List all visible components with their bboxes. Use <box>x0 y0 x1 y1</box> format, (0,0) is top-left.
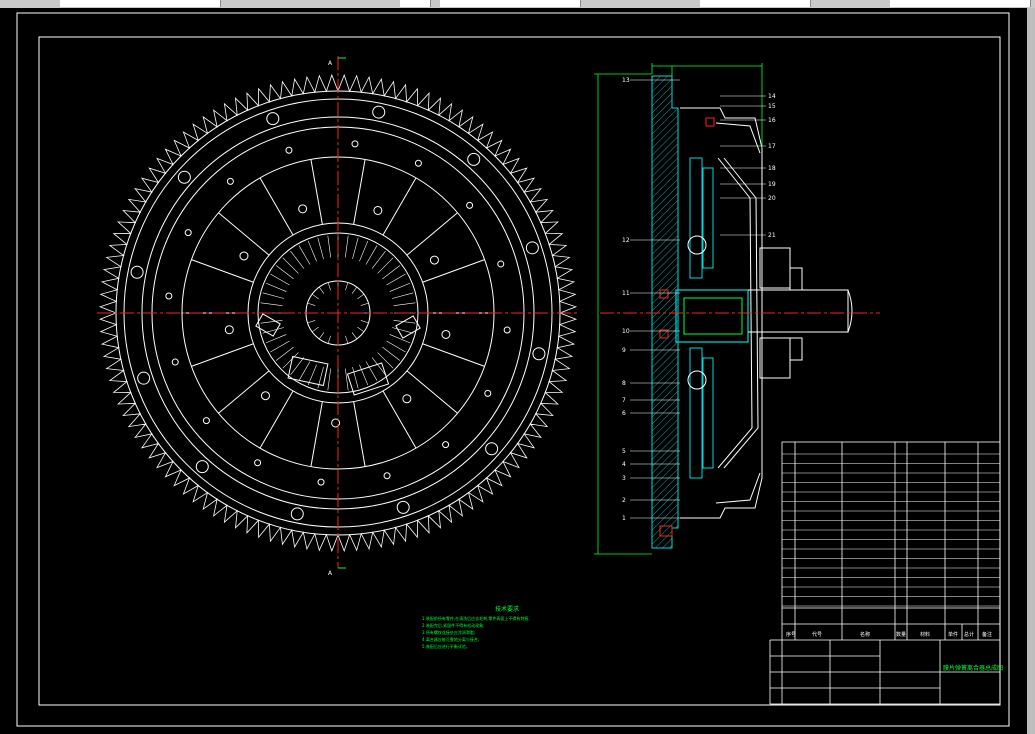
title-block-header-cell: 名称 <box>860 631 870 638</box>
title-block-header-cell: 单件 <box>948 631 958 638</box>
damper-spring <box>287 355 329 387</box>
technical-note-line: 3.所有螺纹连接处应涂润滑脂; <box>422 630 476 635</box>
scrollbar[interactable] <box>1027 8 1035 734</box>
title-block-header-cell: 备注 <box>982 631 992 638</box>
part-callout: 10 <box>622 328 630 335</box>
section-marks <box>338 57 346 569</box>
center-lines <box>97 56 580 568</box>
part-callout: 13 <box>622 77 630 84</box>
bolt-section <box>659 289 669 299</box>
part-callout: 7 <box>622 397 626 404</box>
technical-note-line: 1.装配前所有零件,在清洗后应去毛刺,零件表面上不得有划痕; <box>422 616 530 621</box>
section-mark-top: A <box>328 60 333 67</box>
part-callout: 14 <box>768 93 776 100</box>
technical-note-line: 2.装配完后,紧固件不得有松动现象; <box>422 623 485 628</box>
cad-drawing-canvas[interactable]: A A <box>0 8 1027 734</box>
toolbar-button[interactable] <box>400 0 431 7</box>
right-callouts: 14 15 16 17 18 19 20 21 <box>720 93 776 239</box>
section-view <box>594 63 880 555</box>
part-callout: 11 <box>622 290 630 297</box>
friction-disc-upper <box>689 157 703 279</box>
toolbar-dropdown[interactable] <box>440 0 581 7</box>
damper-spring <box>255 313 281 337</box>
flywheel-section <box>651 75 679 549</box>
input-shaft <box>748 289 849 333</box>
clutch-hub <box>675 289 749 343</box>
part-callout: 2 <box>622 497 626 504</box>
title-block-header-cell: 代号 <box>812 631 822 638</box>
part-callout: 4 <box>622 461 626 468</box>
damper-spring <box>395 315 421 339</box>
title-block <box>769 441 1001 705</box>
friction-disc-lower <box>689 347 703 479</box>
toolbar-dropdown[interactable] <box>60 0 221 7</box>
technical-notes-title: 技术要求 <box>494 606 519 613</box>
damper-spring-section <box>687 235 707 255</box>
dimension-lines <box>594 63 763 555</box>
toolbar-dropdown[interactable] <box>700 0 811 7</box>
title-block-header-cell: 总计 <box>964 631 974 638</box>
title-block-header-cell: 序号 <box>786 631 796 638</box>
technical-note-line: 4.离合器应能可靠地分离与接合; <box>422 637 480 642</box>
pressure-plate-holes <box>165 140 511 486</box>
damper-spring <box>346 362 390 396</box>
technical-notes: 技术要求 1.装配前所有零件,在清洗后应去毛刺,零件表面上不得有划痕; 2.装配… <box>422 604 592 650</box>
part-callout: 17 <box>768 143 776 150</box>
flywheel-bolt-holes <box>130 105 546 521</box>
part-callout: 6 <box>622 410 626 417</box>
left-callouts: 13 12 11 10 9 8 7 6 5 4 3 2 1 <box>622 77 680 522</box>
drawing-name: 膜片弹簧离合器总成图 <box>943 664 1003 672</box>
friction-lining-segments <box>182 159 494 467</box>
part-callout: 8 <box>622 380 626 387</box>
inner-frame <box>38 36 1001 706</box>
toolbar-dropdown[interactable] <box>890 0 1031 7</box>
part-callout: 21 <box>768 232 776 239</box>
damper-spring-section <box>687 370 707 390</box>
title-block-header: 序号 代号 名称 数量 材料 单件总计 备注 <box>786 631 992 638</box>
technical-note-line: 5.装配后应进行平衡试验。 <box>422 644 470 649</box>
part-callout: 18 <box>768 165 776 172</box>
part-callout: 19 <box>768 181 776 188</box>
part-callout: 12 <box>622 237 630 244</box>
part-callout: 5 <box>622 448 626 455</box>
part-callout: 3 <box>622 475 626 482</box>
section-mark-bottom: A <box>328 570 333 577</box>
part-callout: 15 <box>768 103 776 110</box>
outer-frame <box>16 12 1010 727</box>
part-callout: 16 <box>768 117 776 124</box>
title-block-header-cell: 数量 <box>896 631 906 638</box>
bolt-section <box>659 329 669 339</box>
part-callout: 9 <box>622 347 626 354</box>
hub-splines <box>306 281 370 345</box>
hub-spline-bore <box>683 297 743 335</box>
part-callout: 1 <box>622 515 626 522</box>
release-bearing <box>759 247 791 289</box>
cad-toolbar-strip[interactable] <box>0 0 1035 8</box>
title-block-header-cell: 材料 <box>920 631 930 638</box>
part-callout: 20 <box>768 195 776 202</box>
